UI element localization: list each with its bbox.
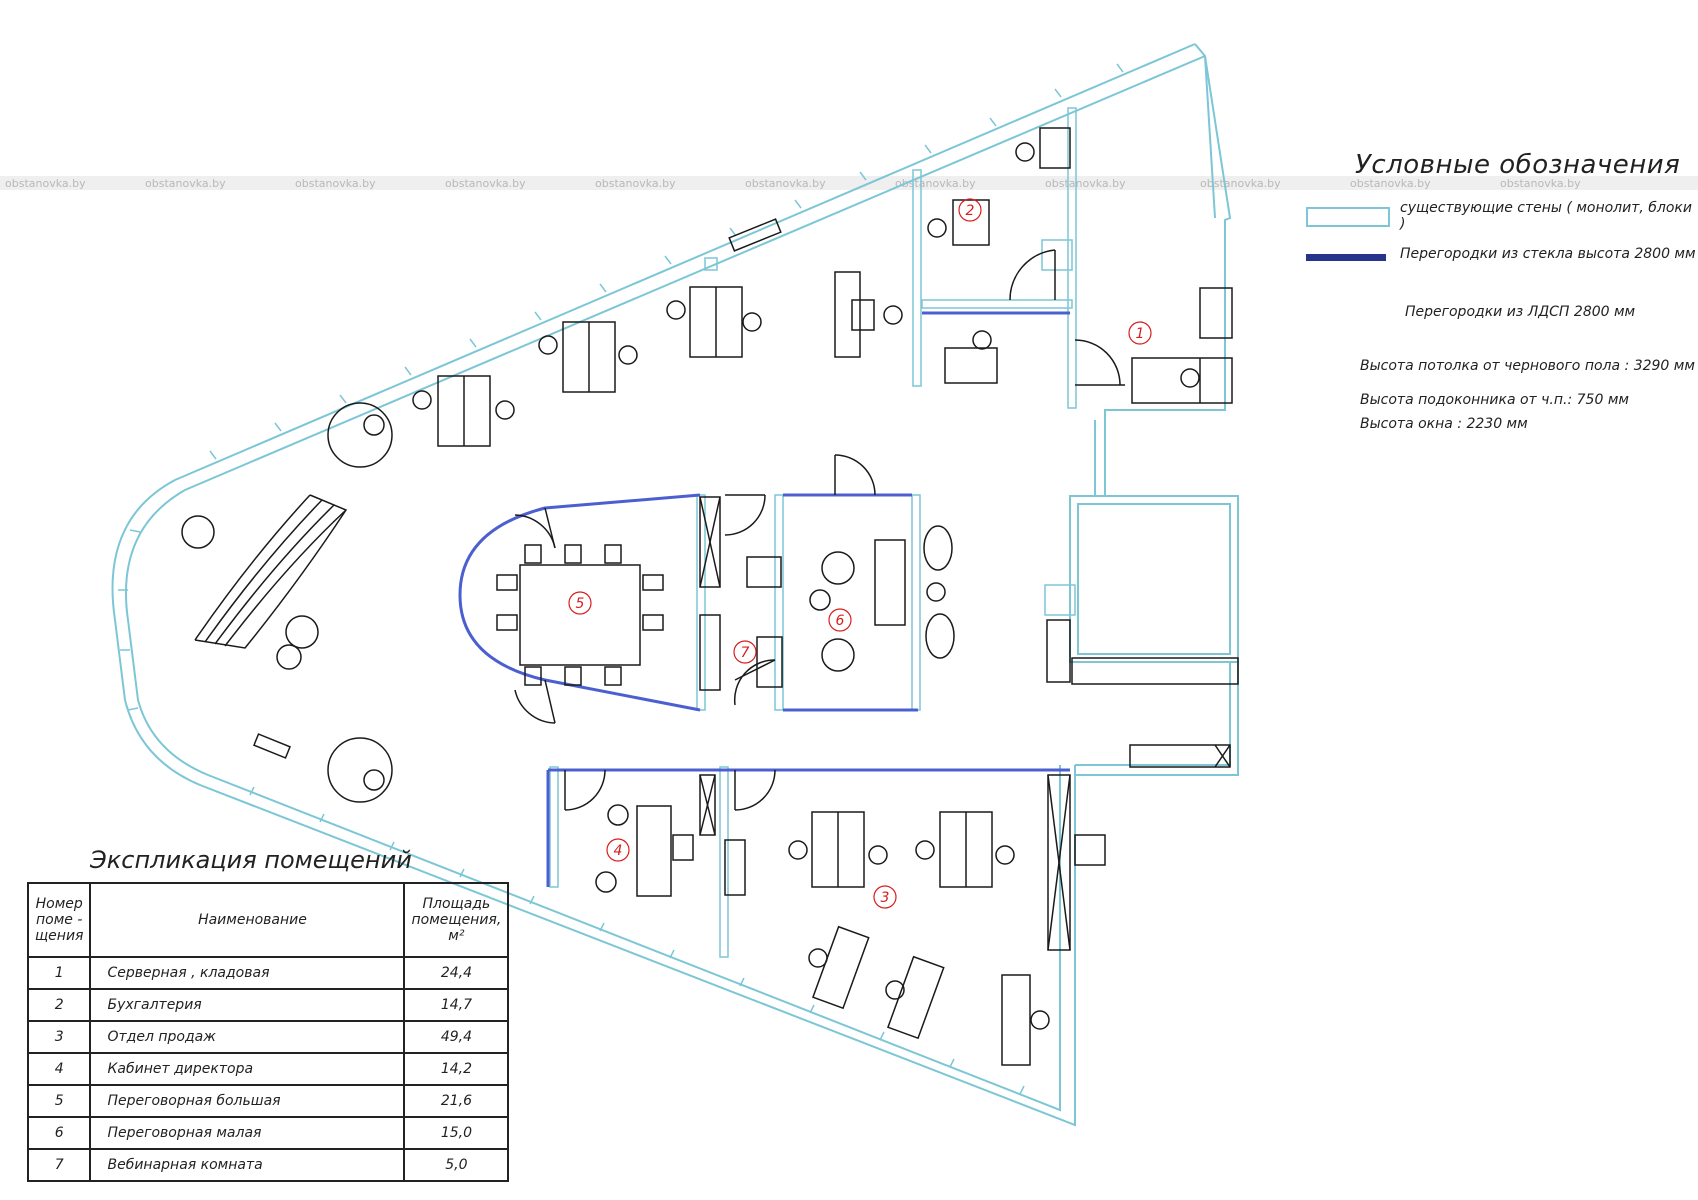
row-number: 2	[26, 988, 92, 1022]
legend-glass-partitions: Перегородки из стекла высота 2800 мм	[1400, 246, 1696, 262]
table-row: 2 Бухгалтерия 14,7	[26, 988, 510, 1022]
explication-title: Экспликация помещений	[90, 846, 412, 874]
row-area: 5,0	[403, 1148, 510, 1182]
note-window-height: Высота окна : 2230 мм	[1360, 416, 1528, 432]
legend-swatch-existing-walls	[1306, 207, 1390, 227]
watermark-text: obstanovka.by	[445, 177, 526, 190]
watermark-text: obstanovka.by	[745, 177, 826, 190]
watermark-text: obstanovka.by	[5, 177, 86, 190]
row-name: Серверная , кладовая	[89, 956, 406, 990]
row-name: Вебинарная комната	[89, 1148, 406, 1182]
header-area: Площадь помещения, м²	[403, 882, 510, 958]
watermark-text: obstanovka.by	[1200, 177, 1281, 190]
doors	[514, 249, 1125, 811]
watermarks: obstanovka.by obstanovka.by obstanovka.b…	[5, 177, 1581, 190]
room-number-6: 6	[836, 613, 845, 629]
table-row: 7 Вебинарная комната 5,0	[26, 1148, 510, 1182]
room-labels	[568, 198, 1152, 909]
row-area: 14,7	[403, 988, 510, 1022]
explication-header-row: Номер поме - щения Наименование Площадь …	[26, 882, 510, 958]
row-number: 5	[26, 1084, 92, 1118]
explication-table: Номер поме - щения Наименование Площадь …	[26, 882, 510, 1182]
room-number-7: 7	[741, 645, 750, 661]
table-row: 3 Отдел продаж 49,4	[26, 1020, 510, 1054]
watermark-text: obstanovka.by	[595, 177, 676, 190]
window-ticks	[118, 63, 1124, 1095]
row-number: 7	[26, 1148, 92, 1182]
watermark-text: obstanovka.by	[295, 177, 376, 190]
table-row: 5 Переговорная большая 21,6	[26, 1084, 510, 1118]
legend-existing-walls: существующие стены ( монолит, блоки )	[1400, 200, 1692, 232]
row-area: 15,0	[403, 1116, 510, 1150]
interior-walls	[549, 107, 1077, 958]
row-area: 21,6	[403, 1084, 510, 1118]
table-row: 1 Серверная , кладовая 24,4	[26, 956, 510, 990]
room-numbers: 1 2 3 4 5 6 7	[576, 203, 1145, 906]
legend-swatch-glass-partitions	[1306, 254, 1386, 261]
row-name: Отдел продаж	[89, 1020, 406, 1054]
row-name: Кабинет директора	[89, 1052, 406, 1086]
glass-partitions	[458, 311, 1070, 887]
row-area: 49,4	[403, 1020, 510, 1054]
watermark-strip	[0, 176, 1698, 190]
table-row: 6 Переговорная малая 15,0	[26, 1116, 510, 1150]
watermark-text: obstanovka.by	[1350, 177, 1431, 190]
room-number-5: 5	[576, 596, 585, 612]
legend-title: Условные обозначения	[1355, 150, 1681, 180]
row-name: Бухгалтерия	[89, 988, 406, 1022]
row-number: 3	[26, 1020, 92, 1054]
row-number: 6	[26, 1116, 92, 1150]
furniture	[181, 127, 1239, 1066]
watermark-text: obstanovka.by	[1500, 177, 1581, 190]
watermark-text: obstanovka.by	[1045, 177, 1126, 190]
room-number-2: 2	[966, 203, 975, 219]
header-name: Наименование	[89, 882, 406, 958]
row-name: Переговорная малая	[89, 1116, 406, 1150]
note-sill-height: Высота подоконника от ч.п.: 750 мм	[1360, 392, 1629, 408]
watermark-text: obstanovka.by	[145, 177, 226, 190]
exterior-walls	[111, 43, 1239, 1127]
row-number: 4	[26, 1052, 92, 1086]
row-name: Переговорная большая	[89, 1084, 406, 1118]
header-number: Номер поме - щения	[26, 882, 92, 958]
room-number-3: 3	[881, 890, 890, 906]
legend-ldsp-partitions: Перегородки из ЛДСП 2800 мм	[1405, 304, 1636, 320]
room-number-1: 1	[1136, 326, 1145, 342]
row-number: 1	[26, 956, 92, 990]
table-row: 4 Кабинет директора 14,2	[26, 1052, 510, 1086]
row-area: 14,2	[403, 1052, 510, 1086]
row-area: 24,4	[403, 956, 510, 990]
room-number-4: 4	[614, 843, 623, 859]
conference-table	[519, 564, 641, 666]
note-ceiling-height: Высота потолка от чернового пола : 3290 …	[1360, 358, 1695, 374]
